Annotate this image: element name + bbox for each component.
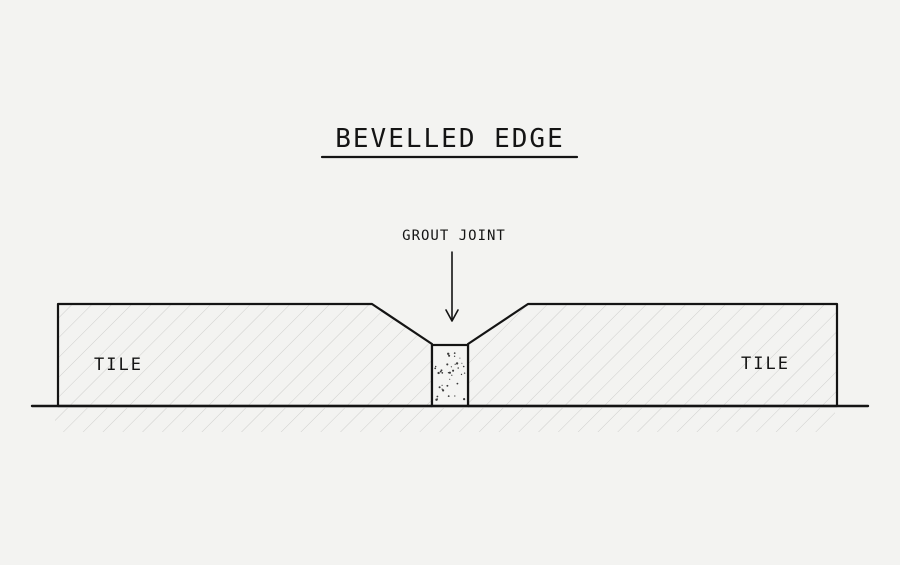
grout-joint (430, 343, 470, 408)
grout-joint-label: GROUT JOINT (402, 228, 506, 244)
ground-hatching (55, 408, 835, 432)
diagram-title: BEVELLED EDGE (335, 124, 565, 154)
grout-speckles (434, 352, 466, 401)
callout-arrow (445, 251, 459, 322)
right-tile-label: TILE (741, 354, 790, 374)
left-tile-label: TILE (94, 355, 143, 375)
